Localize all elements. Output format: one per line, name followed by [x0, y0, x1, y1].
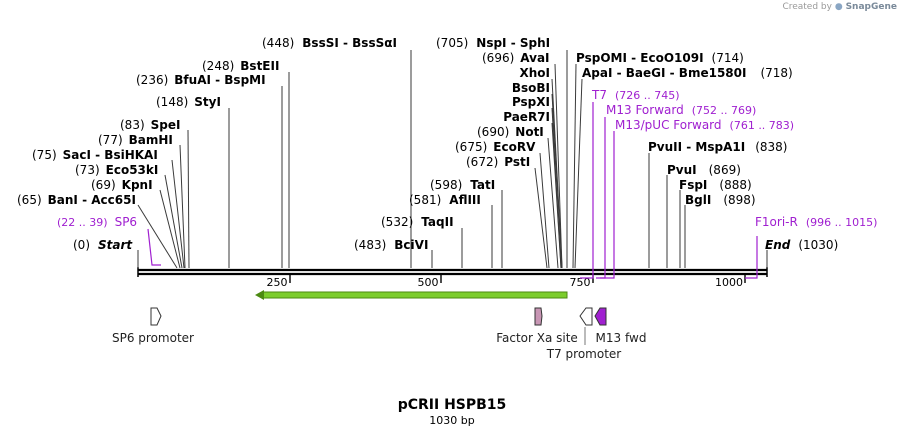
site-bsssi: (448)BssSI - BssSαI [262, 36, 397, 50]
primer-stems [147, 102, 758, 279]
site-bgli: BglI(898) [685, 193, 756, 207]
site-apai: ApaI - BaeGI - Bme1580I(718) [582, 66, 793, 80]
site-kpni: (69)KpnI [91, 178, 153, 192]
factor-xa-site-shape [534, 307, 543, 326]
site-bsteii: (248)BstEII [202, 59, 279, 73]
site-tati: (598)TatI [430, 178, 495, 192]
feature-labels: SP6 promoter Factor Xa site T7 promoter … [112, 331, 646, 361]
site-noti: (690)NotI [477, 125, 544, 139]
primer-f1ori-r: F1ori-R(996 .. 1015) [755, 215, 877, 229]
site-end: End(1030) [765, 238, 838, 252]
site-pvui: PvuI(869) [667, 163, 741, 177]
feature-t7-promoter: T7 promoter [546, 347, 622, 361]
tick-label-1000: 1000 [715, 276, 743, 289]
site-styi: (148)StyI [156, 95, 221, 109]
ruler: 250 500 750 1000 [267, 275, 746, 289]
site-pvuii: PvuII - MspA1I(838) [648, 140, 787, 154]
site-stems [137, 50, 768, 269]
site-bsobi: BsoBI [512, 81, 550, 95]
site-ecorv: (675)EcoRV [455, 140, 536, 154]
site-fspi: FspI(888) [679, 178, 752, 192]
site-xhoi: XhoI [519, 66, 550, 80]
site-pspomi: PspOMI - EcoO109I(714) [576, 51, 744, 65]
primer-sp6: (22 .. 39)SP6 [57, 215, 137, 229]
primer-m13-puc-forward: M13/pUC Forward(761 .. 783) [615, 118, 794, 132]
site-paer7i: PaeR7I [503, 110, 550, 124]
site-pspxi: PspXI [512, 95, 550, 109]
site-bcivi: (483)BciVI [354, 238, 428, 252]
site-eco53ki: (73)Eco53kI [75, 163, 158, 177]
orf-arrow [255, 290, 568, 300]
credit-prefix: Created by [782, 2, 832, 12]
site-bani: (65)BanI - Acc65I [17, 193, 136, 207]
site-start: (0)Start [73, 238, 133, 252]
site-afliii: (581)AflIII [409, 193, 481, 207]
tick-label-250: 250 [267, 276, 288, 289]
plasmid-size: 1030 bp [429, 414, 474, 427]
plasmid-title: pCRII HSPB15 [398, 397, 507, 413]
credit-brand: SnapGene [845, 2, 897, 12]
primer-labels: (22 .. 39)SP6 T7(726 .. 745) M13 Forward… [57, 88, 877, 229]
site-labels: (0)Start (65)BanI - Acc65I (69)KpnI (73)… [17, 36, 838, 252]
site-bfuai: (236)BfuAI - BspMI [136, 73, 266, 87]
snapgene-credit: Created by ● SnapGene [782, 2, 897, 12]
site-psti: (672)PstI [466, 155, 530, 169]
site-bamhi: (77)BamHI [98, 133, 173, 147]
primer-m13-forward: M13 Forward(752 .. 769) [606, 103, 756, 117]
m13-fwd-shape [594, 307, 607, 326]
tick-label-750: 750 [570, 276, 591, 289]
t7-promoter-shape [579, 307, 593, 326]
site-taqii: (532)TaqII [381, 215, 454, 229]
feature-shapes [150, 307, 607, 345]
sp6-promoter-shape [150, 307, 162, 326]
primer-t7: T7(726 .. 745) [591, 88, 680, 102]
feature-factor-xa-site: Factor Xa site [496, 331, 578, 345]
site-spei: (83)SpeI [120, 118, 180, 132]
dna-backbone [137, 267, 768, 277]
snapgene-logo-icon: ● [834, 2, 843, 12]
site-nspi: (705)NspI - SphI [436, 36, 550, 50]
tick-label-500: 500 [418, 276, 439, 289]
site-avai: (696)AvaI [482, 51, 550, 65]
site-saci: (75)SacI - BsiHKAI [32, 148, 158, 162]
feature-m13-fwd: M13 fwd [596, 331, 647, 345]
feature-sp6-promoter: SP6 promoter [112, 331, 194, 345]
